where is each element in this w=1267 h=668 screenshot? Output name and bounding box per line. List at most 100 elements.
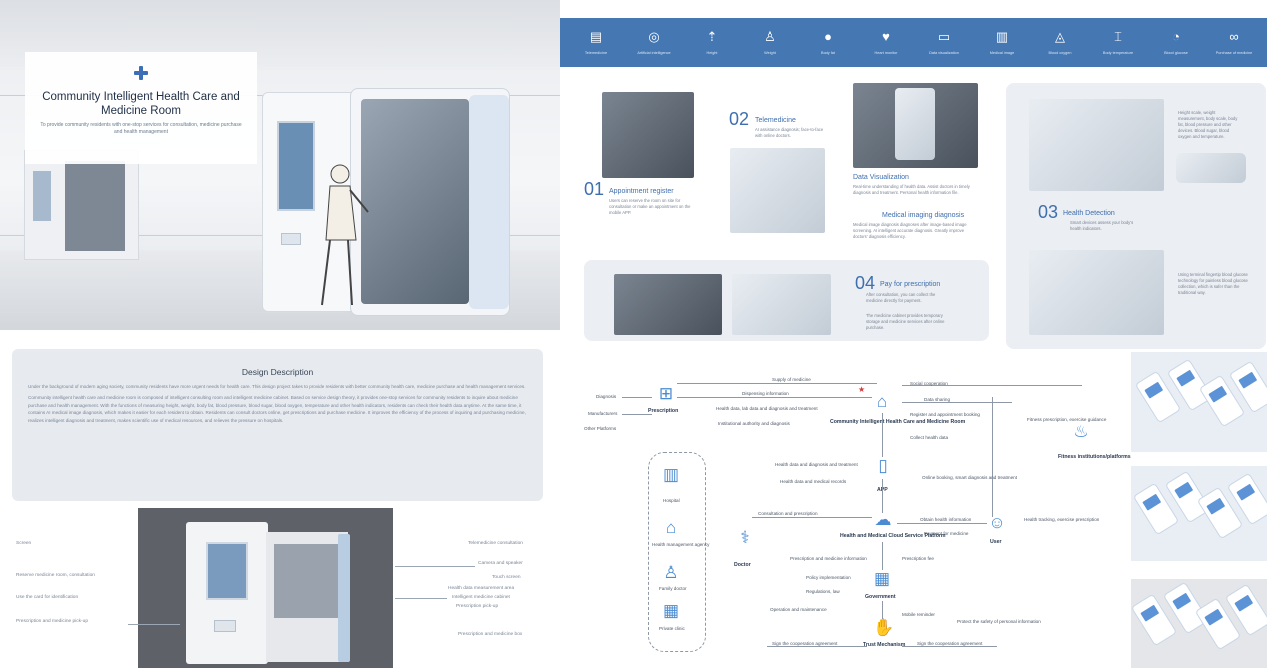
step-number: 04 bbox=[855, 273, 876, 293]
app-screens-3 bbox=[1130, 579, 1267, 668]
imaging-text: Medical image diagnosis diagnoses after … bbox=[853, 222, 967, 239]
cabinet-unit bbox=[186, 522, 268, 664]
plus-icon bbox=[134, 66, 148, 80]
feature-item: ◎Artificial intelligence bbox=[628, 18, 680, 67]
flow-label: Other Platforms bbox=[584, 426, 617, 431]
app-screens-1 bbox=[1131, 352, 1267, 452]
service-flow-diagram: Diagnosis Manufacturers Other Platforms … bbox=[562, 357, 1131, 668]
flow-label: Manufacturers bbox=[588, 411, 618, 416]
step-number: 03 bbox=[1038, 202, 1059, 222]
edge-label: Prescription fee bbox=[902, 556, 934, 561]
product-label: Screen bbox=[16, 541, 32, 546]
edge-label: Fitness prescription, exercise guidance bbox=[1027, 417, 1107, 422]
booth-window bbox=[274, 544, 340, 618]
feature-item: ● Body fat bbox=[802, 18, 854, 67]
booth-glass bbox=[361, 99, 469, 304]
feature-label: Medical image bbox=[989, 51, 1015, 55]
ai-icon: ◎ bbox=[648, 29, 660, 44]
institutions-group bbox=[648, 452, 706, 652]
edge-label: Policy implementation bbox=[806, 575, 851, 580]
feature-item: ⌶Body temperature bbox=[1092, 18, 1144, 67]
product-label: Prescription and medicine box bbox=[458, 632, 523, 637]
consulting-booth bbox=[350, 88, 510, 316]
app-screens-2 bbox=[1131, 466, 1267, 561]
leader-line bbox=[395, 566, 475, 567]
feature-label: Telemedicine bbox=[584, 51, 608, 55]
cabinet-screen bbox=[206, 542, 248, 600]
edge-label: Social cooperation bbox=[910, 381, 948, 386]
product-label: Touch screen bbox=[492, 575, 521, 580]
product-label: Use the card for identification bbox=[16, 595, 79, 600]
hero-render: Community Intelligent Health Care and Me… bbox=[0, 0, 560, 330]
flow-label: Diagnosis bbox=[596, 394, 617, 399]
step-text: Smart devices assess your body's health … bbox=[1070, 220, 1134, 231]
feature-item: ⇡Height bbox=[686, 18, 738, 67]
leader-line bbox=[395, 598, 447, 599]
data-vis-text: Real-time understanding of health data. … bbox=[853, 184, 970, 195]
description-body: Under the background of modern aging soc… bbox=[28, 383, 528, 424]
edge-label: Register and appointment booking bbox=[910, 412, 980, 417]
blood-glucose-icon: ◔ bbox=[1172, 29, 1180, 44]
edge-label: Sign the cooperation agreement bbox=[917, 641, 983, 646]
step-title: Pay for prescription bbox=[880, 281, 941, 288]
step-number: 01 bbox=[584, 179, 605, 199]
feature-item: ∞Purchase of medicine bbox=[1208, 18, 1260, 67]
step-title: Health Detection bbox=[1063, 210, 1115, 217]
prescription-node: Prescription bbox=[648, 408, 679, 414]
pickup-slot bbox=[281, 233, 301, 245]
step-text: The medicine cabinet provides temporary … bbox=[866, 313, 945, 330]
step-number: 02 bbox=[729, 109, 750, 129]
room-node: Community Intelligent Health Care and Me… bbox=[830, 419, 966, 425]
edge-label: Obtain health information bbox=[920, 517, 972, 522]
edge-label: Regulations, law bbox=[806, 589, 840, 594]
feature-label: Body temperature bbox=[1102, 51, 1134, 55]
step-text: Users can reserve the room on site for c… bbox=[609, 198, 691, 215]
edge-label: Institutional authority and diagnosis bbox=[718, 421, 790, 426]
feature-label: Body fat bbox=[821, 51, 835, 55]
step01-photo bbox=[602, 92, 694, 178]
step-title: Telemedicine bbox=[755, 117, 796, 124]
family-doctor-icon: ♙ bbox=[663, 563, 679, 582]
detection-note: Height scale, weight measurement, body s… bbox=[1178, 110, 1238, 139]
institution-label: Private clinic bbox=[659, 626, 685, 631]
step03-photo bbox=[1029, 99, 1164, 191]
heart-icon: ♥ bbox=[882, 29, 890, 44]
feature-item: ▤Telemedicine bbox=[570, 18, 622, 67]
tablet-screen bbox=[895, 88, 935, 160]
trust-node: Trust Mechanism bbox=[863, 642, 906, 648]
product-render bbox=[138, 508, 393, 668]
feature-item: ♥Heart monitor bbox=[860, 18, 912, 67]
blue-panel bbox=[338, 534, 350, 662]
booth-unit bbox=[266, 532, 348, 662]
edge-label: Prescription and medicine information bbox=[790, 556, 867, 561]
doctor-node: Doctor bbox=[734, 562, 751, 568]
edge-label: Health tracking, exercise prescription bbox=[1024, 517, 1100, 522]
product-label: Prescription pick-up bbox=[456, 604, 499, 609]
product-label: Intelligent medicine cabinet bbox=[452, 595, 510, 600]
hero-title: Community Intelligent Health Care and Me… bbox=[42, 91, 240, 117]
app-phone-icon: ▯ bbox=[878, 456, 888, 475]
height-icon: ⇡ bbox=[706, 29, 718, 44]
edge-label: Dispensing information bbox=[742, 391, 789, 396]
design-description-panel: Design Description Under the background … bbox=[12, 349, 543, 501]
body-fat-icon: ● bbox=[824, 29, 832, 44]
doctor-icon: ⚕ bbox=[740, 528, 750, 547]
description-paragraph: Community intelligent health care and me… bbox=[28, 395, 526, 423]
background-kiosk bbox=[24, 150, 139, 260]
edge-label: Collect health data bbox=[910, 435, 949, 440]
edge-label: Online booking, smart diagnosis and trea… bbox=[922, 475, 1017, 480]
glucose-photo bbox=[1029, 250, 1164, 335]
weight-icon: ♙ bbox=[764, 29, 776, 44]
hero-subtitle: To provide community residents with one-… bbox=[40, 122, 242, 135]
leader-line bbox=[128, 624, 180, 625]
title-card: Community Intelligent Health Care and Me… bbox=[25, 52, 257, 164]
edge-label: Operation and maintenance bbox=[770, 607, 827, 612]
feature-label: Weight bbox=[764, 51, 776, 55]
step-text: AI assistance diagnosis; face-to-face wi… bbox=[755, 127, 824, 138]
feature-label: Purchase of medicine bbox=[1215, 51, 1253, 55]
cloud-icon: ☁ bbox=[874, 510, 892, 529]
description-paragraph: Under the background of modern aging soc… bbox=[28, 384, 526, 389]
product-label: Telemedicine consultation bbox=[468, 541, 523, 546]
scale-photo bbox=[1176, 153, 1246, 183]
step02-photo bbox=[730, 148, 825, 233]
